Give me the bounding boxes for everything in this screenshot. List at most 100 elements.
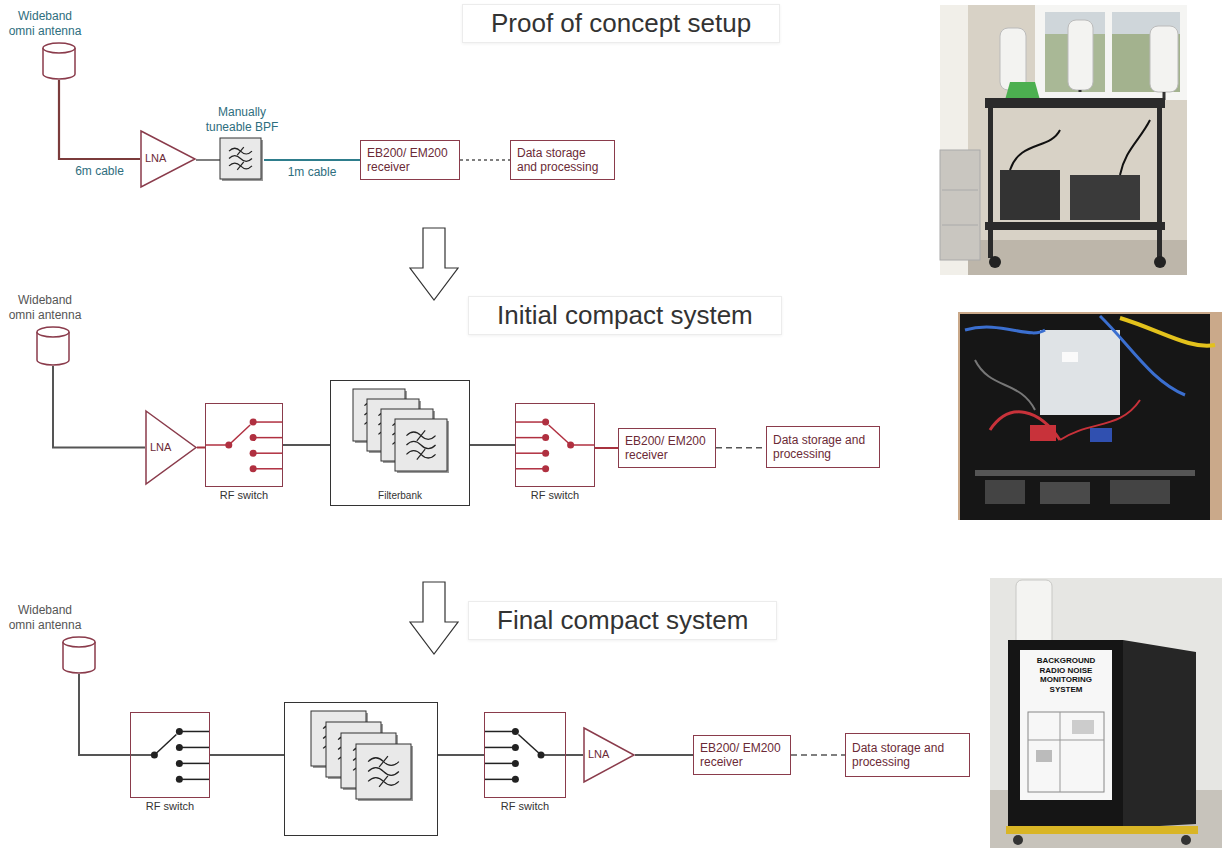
filterbank-box-outline-part	[356, 744, 411, 799]
photo-poc-cart-part	[940, 5, 1187, 275]
photo-final-cabinet-part	[1008, 640, 1123, 828]
photo-initial-rack-part	[960, 314, 1210, 520]
photo-final-cabinet-part	[1013, 835, 1023, 845]
node-label: LNA	[588, 748, 609, 761]
photo-initial-rack-part	[1062, 352, 1078, 362]
sign-text: BACKGROUND RADIO NOISE MONITORING SYSTEM	[1024, 656, 1108, 694]
switch-box-outline-part	[179, 779, 209, 781]
switch-box: RF switch	[205, 403, 283, 487]
photo-poc-cart-part	[988, 108, 993, 258]
photo-poc-cart-part	[968, 240, 1187, 275]
antenna-symbol-outline	[36, 326, 70, 366]
switch-box-outline-part	[541, 754, 565, 756]
photo-initial-rack-part	[975, 360, 1035, 410]
photo-poc-cart-part	[1010, 130, 1060, 170]
cable-connector	[595, 447, 618, 449]
amplifier-triangle-outline-part	[141, 131, 195, 187]
photo-poc-cart-part	[1000, 28, 1026, 90]
switch-box-outline-part	[179, 731, 209, 733]
switch-box-outline-part	[549, 425, 571, 445]
filterbank-box	[284, 702, 438, 836]
photo-initial-rack-part	[990, 412, 1060, 440]
switch-box-outline-part	[229, 425, 250, 445]
switch-box-outline-part	[485, 747, 515, 749]
photo-poc-cart-part	[989, 256, 1001, 268]
switch-box-outline-part	[179, 763, 209, 765]
photo-poc-cart-part	[1000, 170, 1060, 220]
switch-box-outline-part	[516, 468, 546, 470]
photo-final-cabinet-part	[1020, 650, 1112, 800]
antenna-symbol: Wideband omni antenna	[36, 326, 70, 366]
cable-connector	[716, 447, 766, 449]
cable-connector	[210, 754, 284, 756]
photo-final-cabinet-part	[1028, 712, 1104, 792]
photo-poc-cart-part	[985, 222, 1165, 230]
process-box: Data storage and processing	[845, 733, 970, 777]
section-heading: Proof of concept setup	[462, 4, 780, 43]
flow-down-arrow	[410, 228, 458, 300]
switch-box-outline-part	[253, 452, 282, 454]
photo-initial-rack	[958, 312, 1222, 520]
antenna-symbol: Wideband omni antenna	[42, 42, 76, 80]
switch-box-outline	[516, 404, 594, 486]
process-box: EB200/ EM200 receiver	[360, 140, 460, 181]
filter-box-outline	[220, 138, 264, 182]
photo-poc-cart-part	[1120, 120, 1150, 175]
section-heading: Initial compact system	[468, 296, 782, 335]
photo-final-cabinet	[990, 578, 1222, 848]
photo-poc-cart-part	[940, 150, 980, 260]
antenna-symbol-outline-part	[43, 43, 75, 53]
node-label: LNA	[145, 152, 166, 165]
node-label: Filterbank	[331, 490, 469, 502]
cable-connector	[635, 754, 693, 756]
antenna-symbol-outline-part	[37, 327, 69, 337]
node-caption: Wideband omni antenna	[5, 9, 85, 38]
antenna-symbol-outline	[42, 42, 76, 80]
photo-initial-rack-part	[1040, 330, 1120, 415]
node-label: LNA	[150, 441, 171, 454]
switch-box-outline-part	[571, 444, 594, 446]
photo-poc-cart-part	[985, 98, 1165, 108]
photo-initial-rack-part	[1090, 428, 1112, 442]
photo-initial-rack-part	[985, 480, 1025, 504]
photo-final-cabinet-part	[1016, 580, 1052, 650]
filter-box-outline-part	[237, 147, 244, 155]
switch-box-outline-part	[516, 421, 546, 423]
photo-poc-cart-part	[1045, 12, 1105, 92]
switch-box-outline-part	[179, 747, 209, 749]
photo-final-cabinet-part	[1123, 640, 1196, 828]
switch-box-outline-part	[253, 437, 282, 439]
amplifier-triangle: LNA	[145, 410, 197, 485]
switch-box-outline-part	[485, 779, 515, 781]
photo-poc-cart-part	[1154, 256, 1166, 268]
photo-final-cabinet-part	[1028, 740, 1104, 741]
cable-label: 6m cable	[73, 164, 126, 178]
flow-down-arrow	[410, 582, 458, 654]
section-heading: Final compact system	[468, 601, 777, 640]
switch-box-outline	[131, 713, 209, 797]
cable-connector	[264, 159, 360, 161]
filterbank-box-outline-part	[395, 419, 447, 471]
photo-initial-rack-part	[1110, 480, 1170, 504]
node-label: EB200/ EM200 receiver	[367, 146, 453, 175]
amplifier-triangle: LNA	[140, 130, 196, 188]
process-box: Data storage and processing	[766, 426, 880, 468]
switch-box-outline-part	[253, 421, 282, 423]
photo-final-cabinet-part	[1072, 720, 1094, 734]
node-caption: Wideband omni antenna	[5, 293, 85, 322]
photo-initial-rack-part	[1040, 482, 1090, 504]
photo-final-cabinet-part	[1006, 826, 1198, 834]
photo-initial-rack-part	[975, 470, 1195, 476]
switch-box-outline-part	[518, 734, 541, 755]
antenna-symbol: Wideband omni antenna	[62, 636, 96, 674]
cable-connector	[470, 444, 515, 446]
amplifier-triangle-outline-part	[584, 728, 634, 782]
switch-box-outline	[206, 404, 282, 486]
filter-box-outline-part	[220, 138, 261, 179]
amplifier-triangle: LNA	[583, 727, 635, 783]
cable-connector	[283, 444, 330, 446]
cable-connector	[53, 366, 145, 448]
photo-poc-cart-part	[1157, 108, 1162, 258]
photo-initial-rack-part	[1120, 318, 1215, 346]
process-box: EB200/ EM200 receiver	[618, 428, 716, 469]
